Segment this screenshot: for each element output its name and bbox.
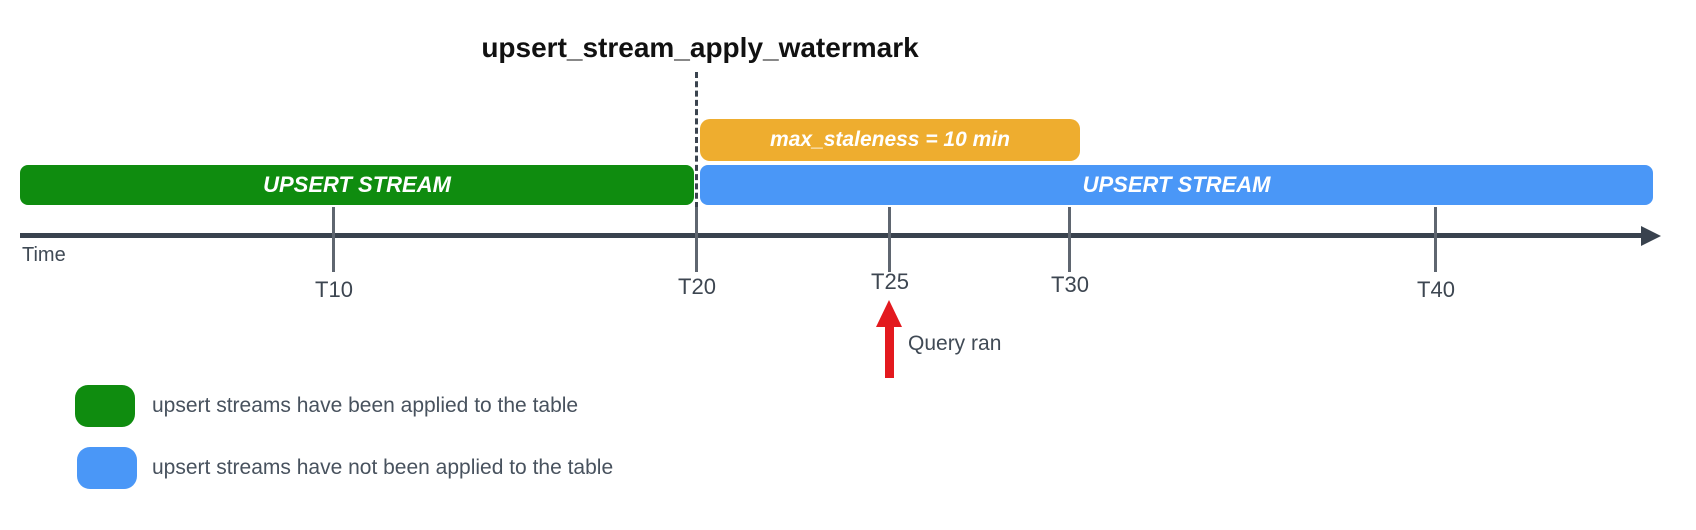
tick-t25 [888, 207, 891, 272]
time-axis-label: Time [22, 244, 66, 266]
query-ran-arrow-icon [876, 300, 902, 327]
legend-swatch-not-applied [77, 447, 137, 489]
legend-label-not-applied: upsert streams have not been applied to … [152, 456, 614, 479]
tick-label-t25: T25 [871, 269, 909, 294]
time-axis-arrowhead-icon [1641, 226, 1661, 246]
upsert-stream-not-applied-bar-label: UPSERT STREAM [1082, 172, 1271, 197]
legend-label-applied: upsert streams have been applied to the … [152, 394, 579, 417]
query-ran-label: Query ran [908, 332, 1002, 355]
upsert-stream-not-applied-bar: UPSERT STREAM [700, 165, 1653, 205]
max-staleness-bar: max_staleness = 10 min [700, 119, 1080, 161]
tick-label-t20: T20 [678, 274, 716, 299]
query-ran-arrow-shaft [885, 325, 894, 378]
watermark-dashed-line [695, 72, 698, 208]
upsert-stream-applied-bar: UPSERT STREAM [20, 165, 694, 205]
time-axis-line [20, 233, 1644, 238]
upsert-stream-applied-bar-label: UPSERT STREAM [263, 172, 451, 197]
tick-t20 [695, 207, 698, 272]
max-staleness-bar-label: max_staleness = 10 min [770, 128, 1010, 151]
tick-label-t30: T30 [1051, 272, 1089, 297]
legend-swatch-applied [75, 385, 135, 427]
tick-t40 [1434, 207, 1437, 272]
tick-t10 [332, 207, 335, 272]
tick-label-t10: T10 [315, 277, 353, 302]
tick-t30 [1068, 207, 1071, 272]
tick-label-t40: T40 [1417, 277, 1455, 302]
diagram-title: upsert_stream_apply_watermark [481, 32, 919, 63]
